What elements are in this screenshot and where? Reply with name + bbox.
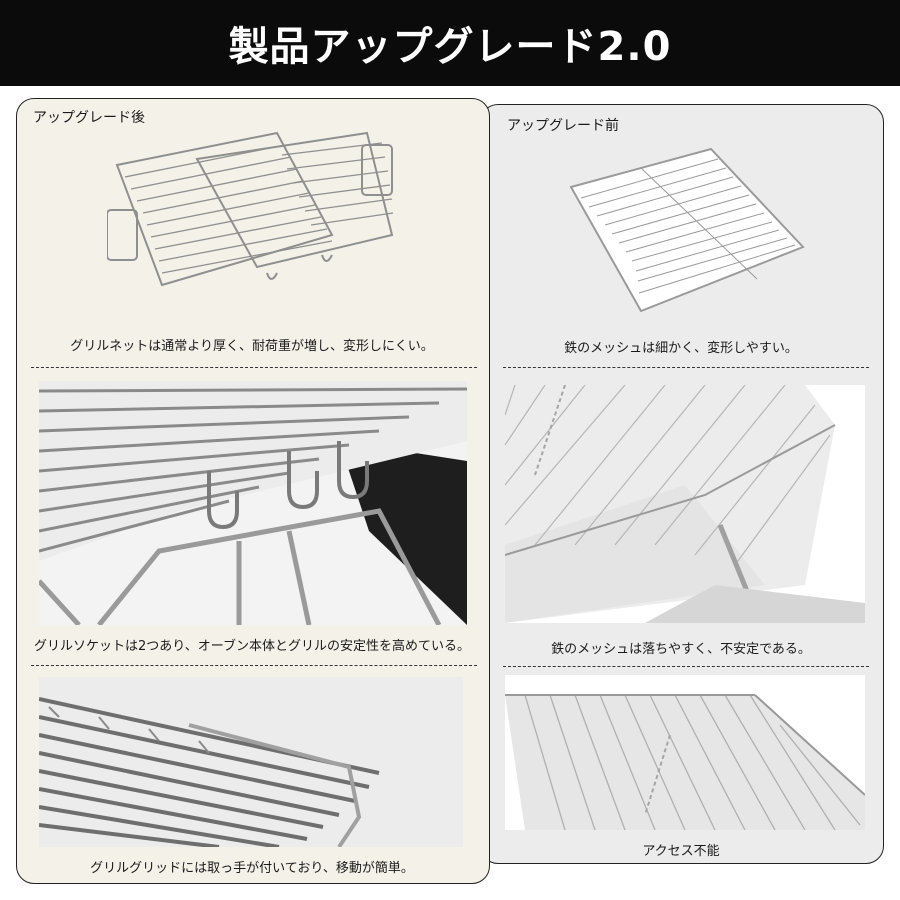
after-socket-photo <box>39 381 467 625</box>
before-divider-2 <box>503 666 869 667</box>
after-caption-3: グリルグリッドには取っ手が付いており、移動が簡単。 <box>90 861 414 876</box>
after-panel: アップグレード後 <box>16 98 490 884</box>
after-caption-1: グリルネットは通常より厚く、耐荷重が増し、変形しにくい。 <box>70 339 434 354</box>
after-handle-photo <box>39 677 463 847</box>
before-caption-1: 鉄のメッシュは細かく、変形しやすい。 <box>564 341 798 356</box>
before-caption-2: 鉄のメッシュは落ちやすく、不安定である。 <box>551 642 811 657</box>
after-title: アップグレード後 <box>33 110 145 126</box>
before-caption-3: アクセス不能 <box>642 844 720 859</box>
banner: 製品アップグレード2.0 <box>0 0 900 86</box>
before-no-handle-photo <box>505 675 865 830</box>
after-divider-1 <box>31 367 477 368</box>
before-divider-1 <box>503 367 869 368</box>
banner-title: 製品アップグレード2.0 <box>228 24 672 70</box>
after-divider-2 <box>31 665 477 666</box>
after-caption-2: グリルソケットは2つあり、オーブン本体とグリルの安定性を高めている。 <box>34 639 470 654</box>
before-mesh-photo <box>505 385 865 623</box>
before-panel: アップグレード前 <box>480 104 884 864</box>
after-grill-image <box>107 125 397 305</box>
before-grill-image <box>551 141 811 321</box>
before-title: アップグレード前 <box>507 118 619 134</box>
